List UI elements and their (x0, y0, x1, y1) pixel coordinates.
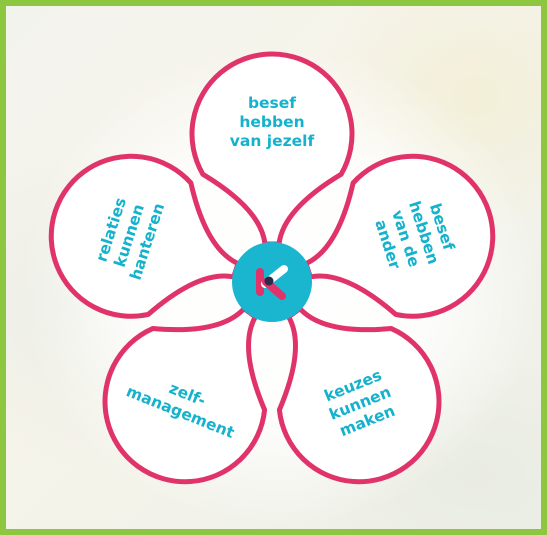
k-logo-icon (256, 265, 288, 300)
petal-right (303, 153, 496, 319)
petal-label-line: hebben (239, 113, 304, 131)
petal-shape (48, 153, 241, 319)
petal-top (189, 51, 355, 247)
petal-bottom-left (102, 306, 268, 485)
petal-label-line: besef (248, 94, 296, 112)
petal-shape (189, 51, 355, 247)
petal-left (48, 153, 241, 319)
petal-label-line: van jezelf (230, 132, 315, 150)
petal-shape (303, 153, 496, 319)
petal-bottom-right (276, 306, 442, 485)
petal-shape (102, 306, 268, 485)
center-logo (232, 242, 312, 322)
petal-shape (276, 306, 442, 485)
